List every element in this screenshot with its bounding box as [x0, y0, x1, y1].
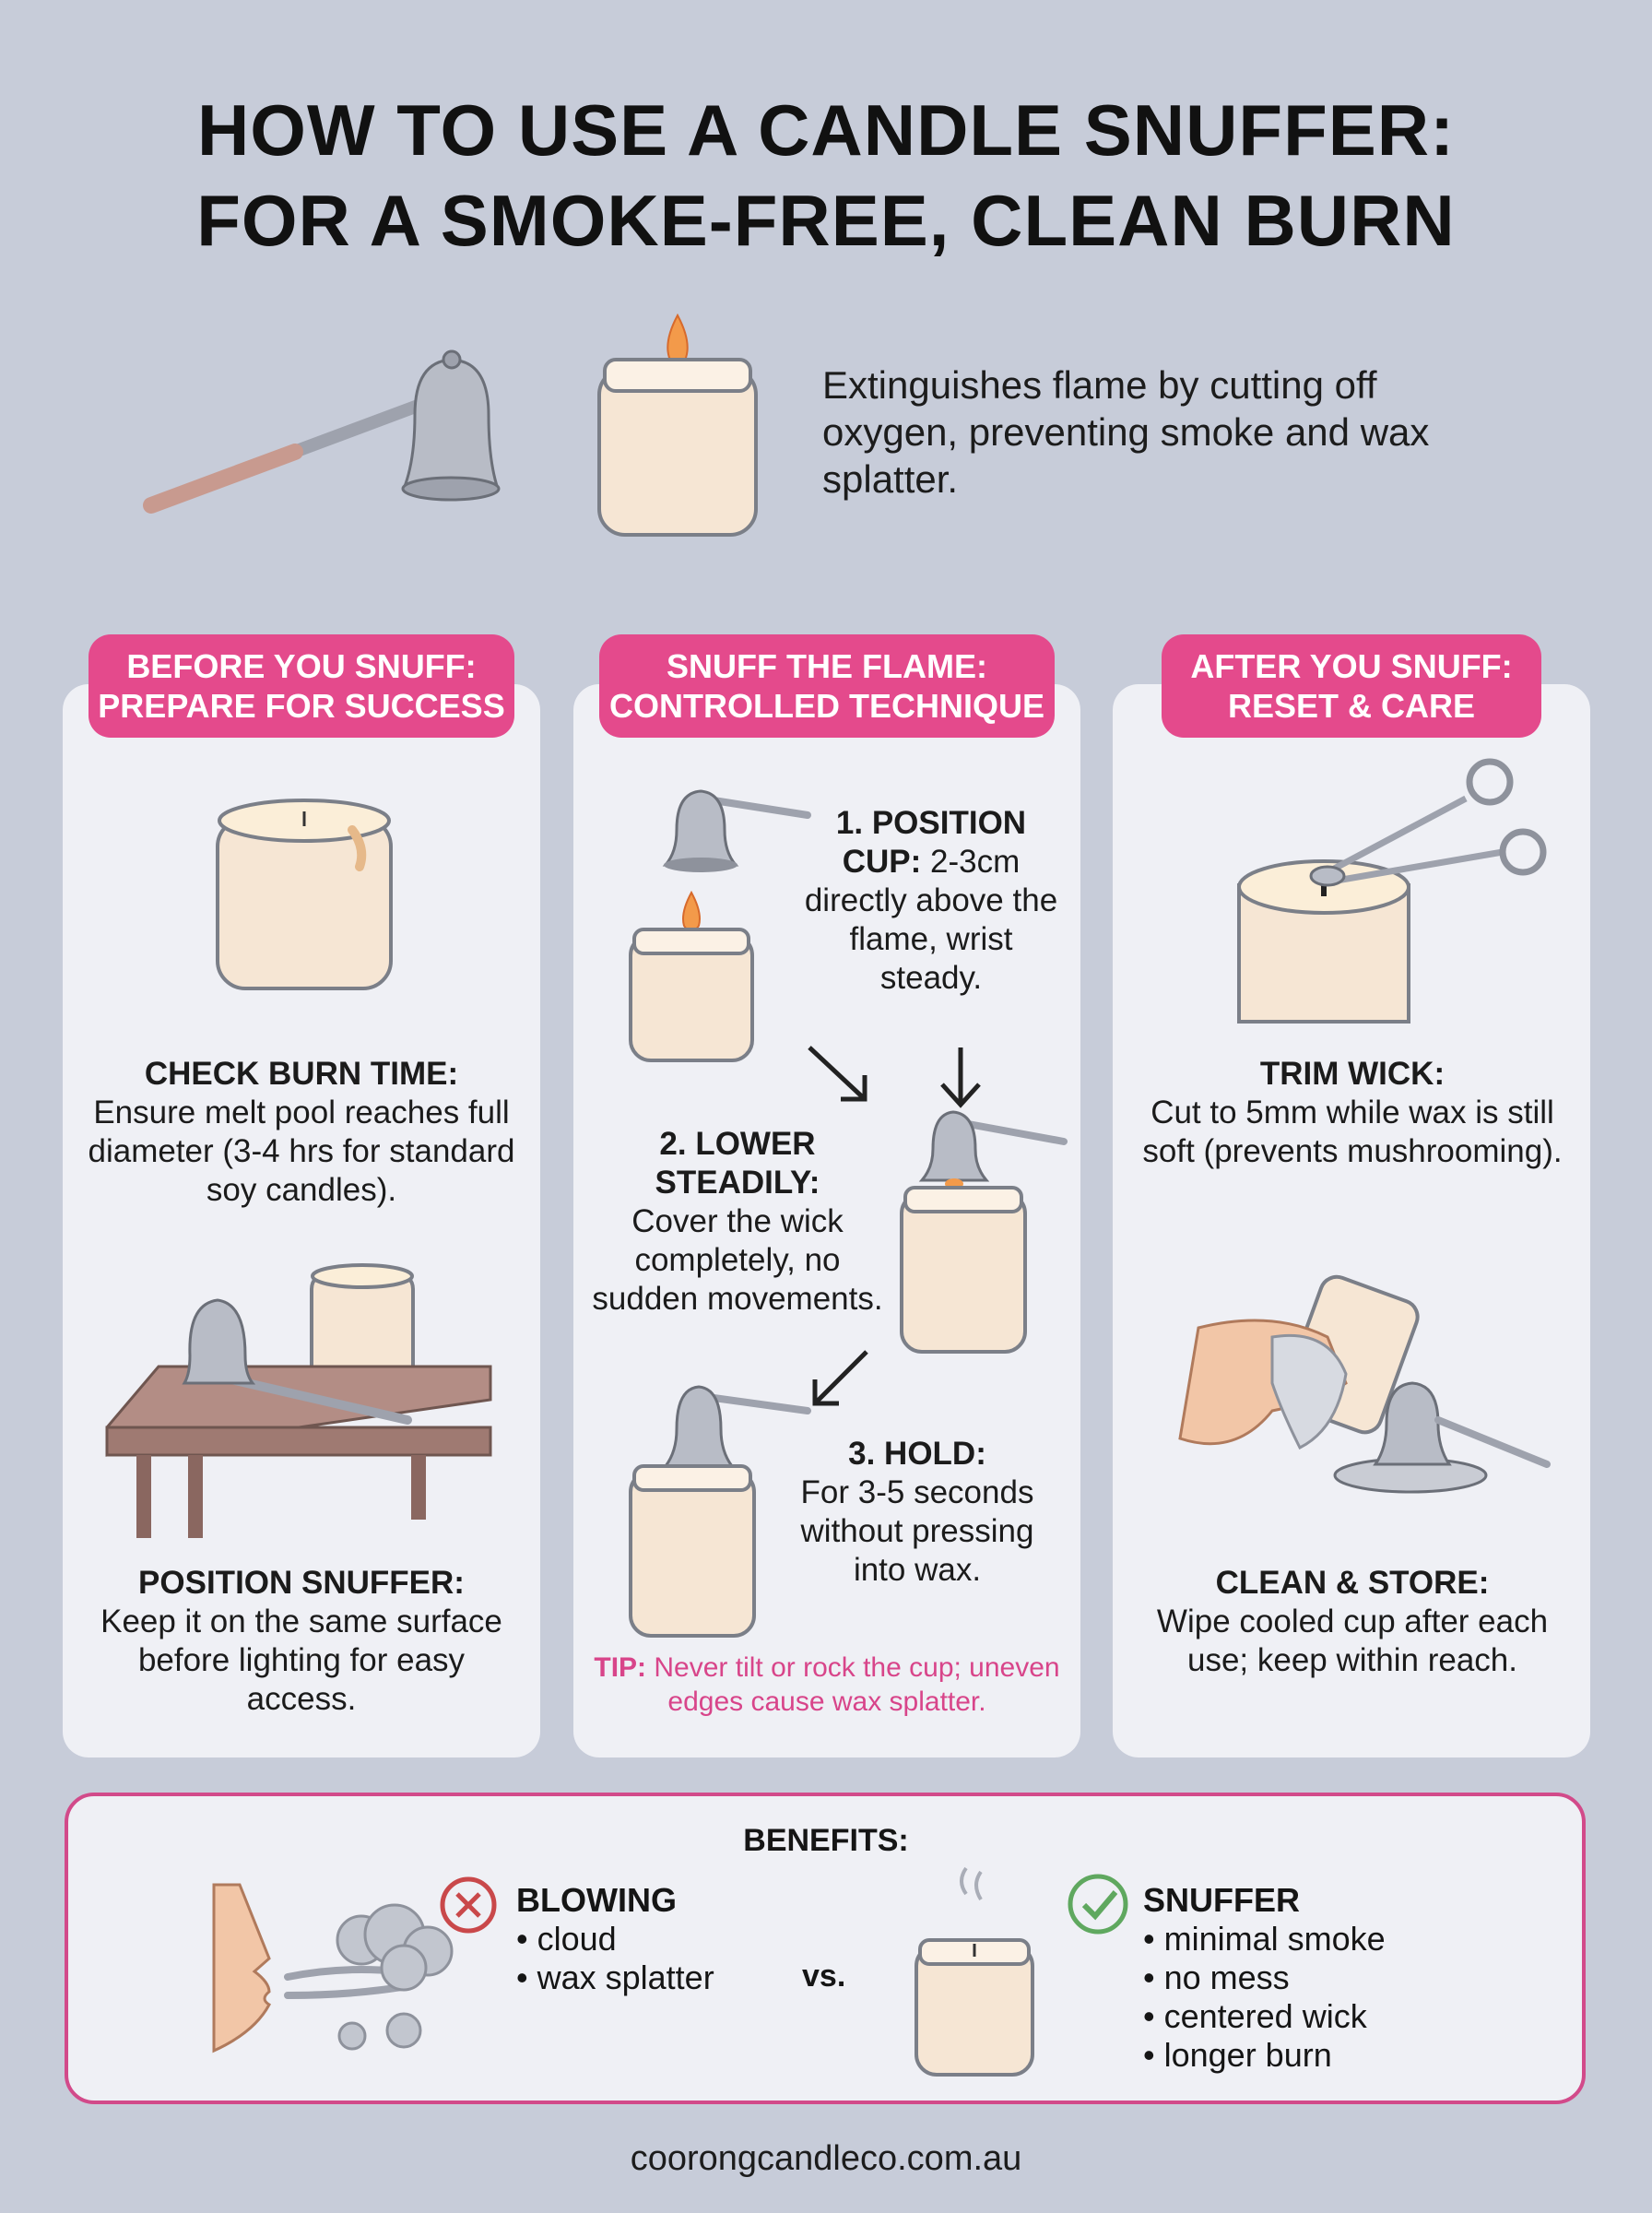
heading-snuff-line1: SNUFF THE FLAME:: [667, 647, 987, 685]
tip-label: TIP:: [594, 1652, 647, 1683]
blowing-heading: BLOWING: [516, 1881, 677, 1919]
step-lower-steadily-title: 2. LOWER STEADILY:: [655, 1126, 820, 1201]
intro-text: Extinguishes flame by cutting off oxygen…: [822, 363, 1430, 501]
tip-text: TIP: Never tilt or rock the cup; uneven …: [573, 1651, 1080, 1719]
arrow-down-icon: [812, 1350, 868, 1406]
step-hold: 3. HOLD: For 3-5 seconds without pressin…: [774, 1435, 1060, 1590]
smoke-cloud-icon: [960, 1866, 983, 1901]
blowing-face-icon: [212, 1883, 454, 2053]
step-clean-store-title: CLEAN & STORE:: [1215, 1565, 1490, 1601]
heading-snuff-line2: CONTROLLED TECHNIQUE: [609, 687, 1044, 725]
step-position-snuffer-text: Keep it on the same surface before light…: [100, 1604, 502, 1717]
table-icon: [105, 1263, 492, 1538]
benefits-snuffer: SNUFFER minimal smoke no mess centered w…: [1143, 1881, 1475, 2075]
title-line-1: HOW TO USE A CANDLE SNUFFER:: [196, 89, 1456, 171]
step-trim-wick: TRIM WICK: Cut to 5mm while wax is still…: [1134, 1055, 1571, 1171]
wick-trimmer-icon: [1237, 758, 1547, 1024]
step-clean-store: CLEAN & STORE: Wipe cooled cup after eac…: [1134, 1564, 1571, 1680]
heading-after-line2: RESET & CARE: [1227, 687, 1476, 725]
check-circle-icon: [1068, 1874, 1128, 1935]
snuffer-item: no mess: [1143, 1959, 1475, 1997]
candle-jar-icon: [216, 799, 393, 990]
candle-jar-icon: [597, 313, 758, 537]
step-position-snuffer-title: POSITION SNUFFER:: [138, 1565, 465, 1601]
snuffer-item: longer burn: [1143, 2036, 1475, 2075]
blowing-item: cloud: [516, 1920, 774, 1959]
blowing-item: wax splatter: [516, 1959, 774, 1997]
step-position-snuffer: POSITION SNUFFER: Keep it on the same su…: [83, 1564, 520, 1719]
snuffer-item: minimal smoke: [1143, 1920, 1475, 1959]
step-lower-steadily: 2. LOWER STEADILY: Cover the wick comple…: [581, 1125, 894, 1319]
step-clean-store-text: Wipe cooled cup after each use; keep wit…: [1156, 1604, 1549, 1678]
candle-snuffer-icon: [218, 1373, 412, 1425]
candle-snuffer-icon: [900, 1110, 1068, 1354]
candle-snuffer-icon: [662, 789, 811, 872]
tip-body: Never tilt or rock the cup; uneven edges…: [646, 1652, 1060, 1717]
step-position-cup-text: 2-3cm directly above the flame, wrist st…: [804, 844, 1058, 996]
step-hold-text: For 3-5 seconds without pressing into wa…: [800, 1474, 1034, 1588]
smoke-cloud-icon: [336, 1903, 454, 2051]
heading-after-line1: AFTER YOU SNUFF:: [1190, 647, 1513, 685]
x-circle-icon: [440, 1876, 497, 1934]
benefits-title: BENEFITS:: [743, 1823, 909, 1858]
snuffer-item: centered wick: [1143, 1997, 1475, 2036]
page-title: HOW TO USE A CANDLE SNUFFER: FOR A SMOKE…: [0, 85, 1652, 266]
step-position-cup: 1. POSITION CUP: 2-3cm directly above th…: [802, 804, 1060, 998]
step-check-burn: CHECK BURN TIME: Ensure melt pool reache…: [83, 1055, 520, 1210]
candle-jar-icon: [629, 890, 754, 1062]
step-hold-title: 3. HOLD:: [848, 1436, 986, 1472]
candle-jar-icon: [914, 1866, 1034, 2077]
step-position-cup-title: 1. POSITION CUP:: [835, 805, 1027, 880]
snuffer-heading: SNUFFER: [1143, 1881, 1300, 1919]
heading-after: AFTER YOU SNUFF: RESET & CARE: [1162, 634, 1541, 738]
step-trim-wick-title: TRIM WICK:: [1259, 1056, 1446, 1092]
hand-cloth-icon: [1178, 1274, 1551, 1494]
flame-icon: [682, 890, 701, 932]
vs-label: vs.: [802, 1959, 846, 1994]
candle-snuffer-icon: [143, 349, 501, 514]
step-check-burn-title: CHECK BURN TIME:: [144, 1056, 459, 1092]
candle-snuffer-icon: [629, 1385, 811, 1638]
arrow-down-icon: [808, 1046, 981, 1108]
step-check-burn-text: Ensure melt pool reaches full diameter (…: [88, 1095, 515, 1208]
title-line-2: FOR A SMOKE-FREE, CLEAN BURN: [196, 180, 1456, 261]
flame-icon: [667, 313, 689, 364]
heading-before-line1: BEFORE YOU SNUFF:: [126, 647, 477, 685]
heading-snuff: SNUFF THE FLAME: CONTROLLED TECHNIQUE: [599, 634, 1055, 738]
benefits-blowing: BLOWING cloud wax splatter: [516, 1881, 774, 1997]
heading-before: BEFORE YOU SNUFF: PREPARE FOR SUCCESS: [88, 634, 514, 738]
step-trim-wick-text: Cut to 5mm while wax is still soft (prev…: [1142, 1095, 1563, 1169]
heading-before-line2: PREPARE FOR SUCCESS: [98, 687, 505, 725]
step-lower-steadily-text: Cover the wick completely, no sudden mov…: [592, 1203, 883, 1317]
footer-url[interactable]: coorongcandleco.com.au: [630, 2139, 1022, 2178]
